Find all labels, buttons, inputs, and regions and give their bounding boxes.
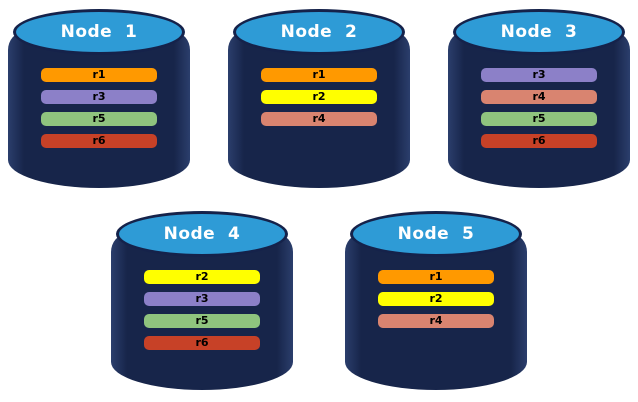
record-bar: r1 xyxy=(41,68,157,82)
cylinder-body xyxy=(228,32,410,188)
node-title: Node 1 xyxy=(60,22,138,42)
record-list: r1 r3 r5 r6 xyxy=(41,68,157,148)
record-bar: r2 xyxy=(378,292,494,306)
record-list: r3 r4 r5 r6 xyxy=(481,68,597,148)
record-list: r1 r2 r4 xyxy=(261,68,377,126)
cylinder-body xyxy=(8,32,190,188)
cylinder-body xyxy=(345,234,527,390)
database-node: Node 1 r1 r3 r5 r6 xyxy=(8,8,190,188)
node-title: Node 2 xyxy=(280,22,358,42)
node-title: Node 5 xyxy=(397,224,475,244)
record-bar: r3 xyxy=(481,68,597,82)
record-bar: r3 xyxy=(41,90,157,104)
record-list: r1 r2 r4 xyxy=(378,270,494,328)
cylinder-body xyxy=(111,234,293,390)
database-node: Node 3 r3 r4 r5 r6 xyxy=(448,8,630,188)
cylinder-top: Node 2 xyxy=(233,9,405,55)
record-bar: r6 xyxy=(144,336,260,350)
diagram-row-bottom: Node 4 r2 r3 r5 r6 Node 5 r1 r2 r4 xyxy=(0,210,638,390)
record-bar: r5 xyxy=(41,112,157,126)
record-list: r2 r3 r5 r6 xyxy=(144,270,260,350)
record-bar: r1 xyxy=(378,270,494,284)
database-node: Node 4 r2 r3 r5 r6 xyxy=(111,210,293,390)
record-bar: r3 xyxy=(144,292,260,306)
cylinder-body xyxy=(448,32,630,188)
record-bar: r5 xyxy=(481,112,597,126)
record-bar: r2 xyxy=(144,270,260,284)
record-bar: r4 xyxy=(261,112,377,126)
cylinder-top: Node 4 xyxy=(116,211,288,257)
cylinder-top: Node 5 xyxy=(350,211,522,257)
database-node: Node 5 r1 r2 r4 xyxy=(345,210,527,390)
record-bar: r6 xyxy=(481,134,597,148)
record-bar: r4 xyxy=(378,314,494,328)
cylinder-top: Node 1 xyxy=(13,9,185,55)
node-title: Node 4 xyxy=(163,224,241,244)
cylinder-top: Node 3 xyxy=(453,9,625,55)
database-node: Node 2 r1 r2 r4 xyxy=(228,8,410,188)
node-title: Node 3 xyxy=(500,22,578,42)
record-bar: r5 xyxy=(144,314,260,328)
record-bar: r1 xyxy=(261,68,377,82)
record-bar: r4 xyxy=(481,90,597,104)
record-bar: r6 xyxy=(41,134,157,148)
record-bar: r2 xyxy=(261,90,377,104)
